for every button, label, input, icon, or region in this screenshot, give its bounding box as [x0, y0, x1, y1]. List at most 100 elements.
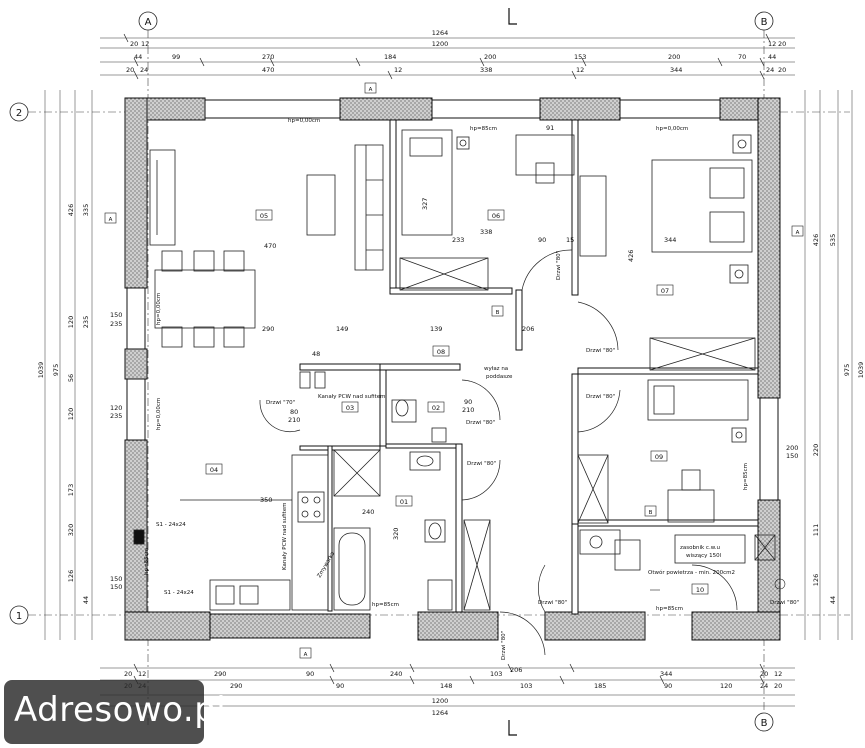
axis-bubble-a-top: A — [138, 11, 158, 31]
ducts-label-1: Kanały PCW nad sufitem — [318, 394, 385, 400]
dim-470: 470 — [264, 242, 276, 250]
dim-290: 290 — [262, 325, 274, 333]
dim-344: 344 — [664, 236, 676, 244]
dim-48: 48 — [312, 350, 320, 358]
dim-90: 90 — [538, 236, 546, 244]
hp-bathroom: hp=85cm — [372, 602, 399, 608]
hp-kitchen: hp=0,00cm — [156, 398, 162, 430]
room-04: 04 — [210, 466, 218, 474]
bathroom-fixtures — [299, 371, 491, 611]
left-dim-1039: 1039 — [37, 362, 45, 379]
air-intake-label: Otwór powietrza - min. 200cm2 — [648, 569, 735, 576]
axis-bubble-1: 1 — [9, 605, 29, 625]
top-row2-20: 20 — [126, 66, 134, 74]
hp-technical: hp=85cm — [656, 606, 683, 612]
bottom-row2-24b: 24 — [760, 682, 768, 690]
top-dim-12: 12 — [141, 40, 149, 48]
living-room-furniture — [149, 144, 384, 348]
bottom-dim-240: 240 — [390, 670, 402, 678]
top-dimensions: 1264 1200 20 12 44 99 270 184 200 153 20… — [126, 29, 786, 74]
bottom-total-outer: 1264 — [432, 709, 449, 717]
riser-symbol — [650, 578, 786, 591]
top-row2-338: 338 — [480, 66, 492, 74]
door-80-f: Drzwi "80" — [770, 600, 799, 606]
door-80-h: Drzwi "80" — [556, 251, 562, 280]
bottom-row2-90b: 90 — [664, 682, 672, 690]
door-swings — [259, 249, 738, 656]
top-dim-70: 70 — [738, 53, 746, 61]
dim-149: 149 — [336, 325, 348, 333]
left-dim-120-window: 150 — [110, 311, 122, 319]
top-dim-20: 20 — [130, 40, 138, 48]
top-total-outer: 1264 — [432, 29, 449, 37]
top-total-inner: 1200 — [432, 40, 449, 48]
tick-marks — [123, 33, 771, 685]
hp-bedroom06: hp=85cm — [470, 126, 497, 132]
chimney-s1-b: S1 - 24x24 — [164, 590, 194, 596]
top-dim-153: 153 — [574, 53, 586, 61]
left-dim-120b: 120 — [67, 408, 75, 420]
door-80-a: Drzwi "80" — [466, 420, 495, 426]
right-dim-975: 975 — [843, 364, 851, 376]
dim-233: 233 — [452, 236, 464, 244]
bottom-row2-90: 90 — [336, 682, 344, 690]
top-row2-470: 470 — [262, 66, 274, 74]
right-dim-111: 111 — [812, 524, 820, 536]
left-dim-150b: 150 — [110, 583, 122, 591]
dim-91: 91 — [546, 124, 554, 132]
dim-426: 426 — [627, 250, 635, 262]
dim-80-door: 80 — [290, 408, 298, 416]
bottom-dim-12: 12 — [138, 670, 146, 678]
dim-210-door-b: 210 — [288, 416, 300, 424]
axis-b-bottom-label: B — [761, 718, 768, 729]
section-line-vertical — [508, 8, 517, 736]
door-80-e: Drzwi "80" — [538, 600, 567, 606]
top-dim-20b: 20 — [778, 40, 786, 48]
left-dim-975: 975 — [52, 364, 60, 376]
bottom-row2-185: 185 — [594, 682, 606, 690]
dim-210-door: 210 — [462, 406, 474, 414]
axis-2-label: 2 — [16, 108, 22, 119]
right-dim-1039: 1039 — [857, 362, 865, 379]
annotations: hp=0,00cm hp=85cm hp=0,00cm hp=0,00cm hp… — [144, 118, 799, 660]
bottom-dim-344: 344 — [660, 670, 672, 678]
room-tags: 05 06 07 08 03 02 04 01 09 10 — [205, 209, 709, 595]
left-dim-150a: 150 — [110, 575, 122, 583]
bottom-row2-20b: 20 — [774, 682, 782, 690]
watermark-logo: Adresowo.pl — [14, 690, 227, 730]
section-b-mid: B — [496, 310, 500, 316]
hp-bedroom09: hp=85cm — [743, 463, 749, 490]
left-dim-120a: 120 — [67, 316, 75, 328]
axis-a-label: A — [145, 17, 152, 28]
hp-kitchen-window: hp=85cm — [144, 548, 150, 575]
right-dim-44: 44 — [829, 596, 837, 604]
right-dim-535: 535 — [829, 234, 837, 246]
left-dim-235-window: 235 — [110, 320, 122, 328]
dim-139: 139 — [430, 325, 442, 333]
door-80-b: Drzwi "80" — [467, 461, 496, 467]
axis-bubble-2: 2 — [9, 102, 29, 122]
watermark-box — [4, 680, 204, 744]
room-07: 07 — [661, 287, 669, 295]
right-dim-200: 200 — [786, 444, 798, 452]
bottom-dim-20b: 20 — [760, 670, 768, 678]
dim-320: 320 — [392, 528, 400, 540]
bottom-row2-148: 148 — [440, 682, 452, 690]
hp-bedroom07: hp=0,00cm — [656, 126, 688, 132]
kitchen-fixtures — [133, 454, 329, 611]
room-06: 06 — [492, 212, 500, 220]
bottom-dim-103: 103 — [490, 670, 502, 678]
door-80-g: Drzwi "80" — [501, 631, 507, 660]
top-row2-24b: 24 — [766, 66, 774, 74]
left-dim-44: 44 — [82, 596, 90, 604]
bottom-dim-90: 90 — [306, 670, 314, 678]
section-markers: A A A A B B — [104, 82, 804, 659]
right-dim-126: 126 — [812, 574, 820, 586]
section-a-right: A — [796, 230, 800, 236]
door-70: Drzwi "70" — [266, 400, 295, 406]
dim-15: 15 — [566, 236, 574, 244]
top-dim-12b: 12 — [768, 40, 776, 48]
top-dim-44: 44 — [134, 53, 142, 61]
dim-327: 327 — [421, 198, 429, 210]
